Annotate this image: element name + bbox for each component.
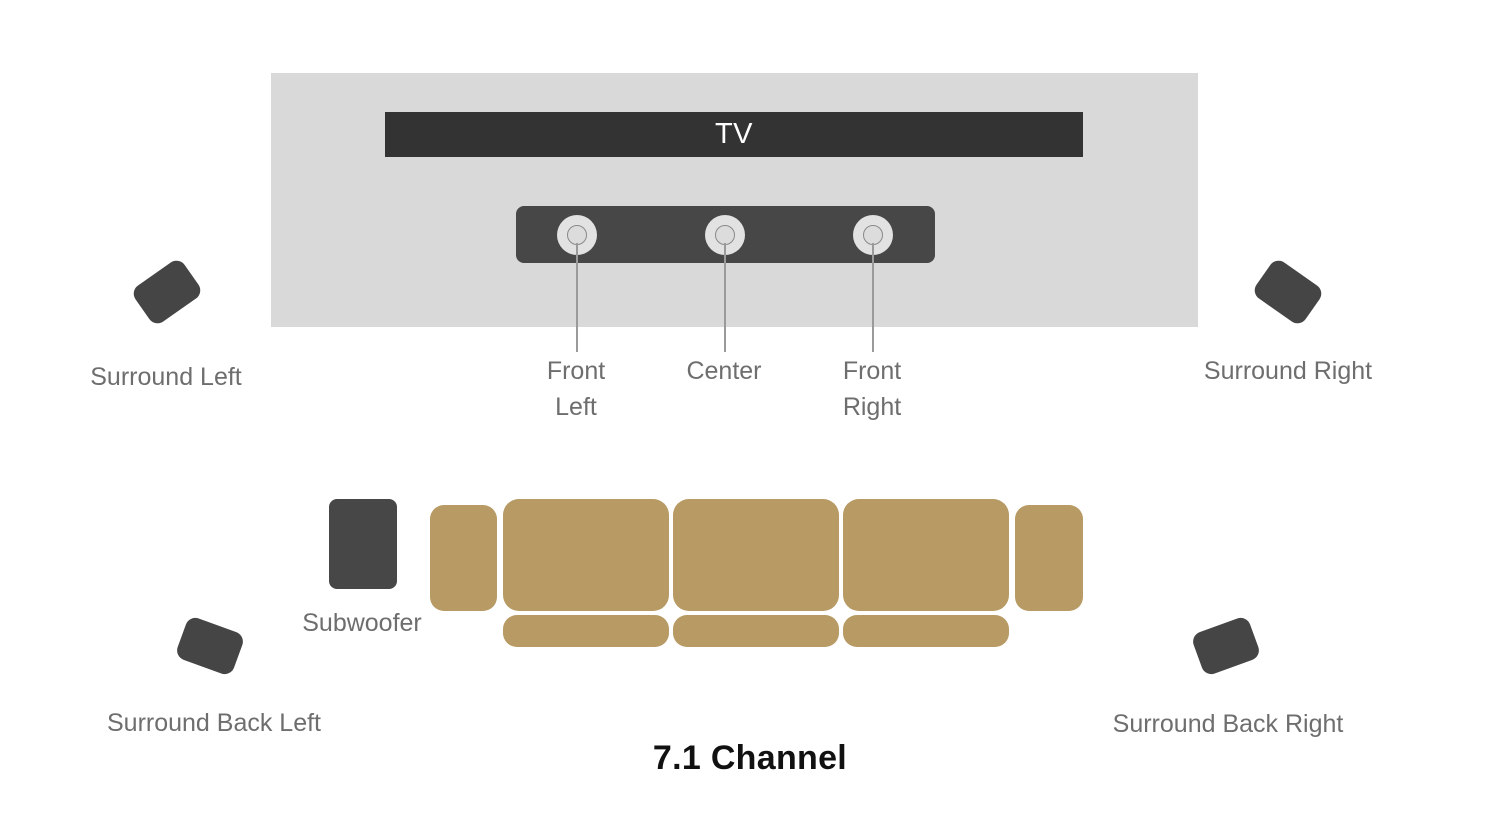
couch-seat-cushion-1 — [503, 615, 669, 647]
diagram-title: 7.1 Channel — [652, 739, 848, 777]
couch-right-armrest — [1015, 505, 1083, 611]
label-surround-back-left: Surround Back Left — [106, 709, 322, 737]
label-surround-right: Surround Right — [1203, 357, 1373, 385]
speaker-surround-left-icon — [129, 256, 205, 328]
speaker-surround-right-icon — [1250, 256, 1326, 328]
couch-left-armrest — [430, 505, 497, 611]
leader-line-front-right — [872, 243, 874, 352]
label-center: Center — [686, 357, 762, 385]
couch-back-cushion-1 — [503, 499, 669, 611]
speaker-surround-back-left-icon — [174, 615, 246, 677]
couch-back-cushion-3 — [843, 499, 1009, 611]
label-surround-back-right: Surround Back Right — [1112, 710, 1344, 738]
couch-seat-cushion-2 — [673, 615, 839, 647]
tv-label: TV — [714, 118, 754, 150]
leader-line-center — [724, 243, 726, 352]
leader-line-front-left — [576, 243, 578, 352]
couch-back-cushion-2 — [673, 499, 839, 611]
speaker-surround-back-right-icon — [1190, 615, 1262, 677]
speaker-subwoofer-icon — [329, 499, 397, 589]
label-front-right: Front Right — [842, 357, 902, 422]
label-subwoofer: Subwoofer — [302, 609, 422, 637]
label-front-left: Front Left — [546, 357, 606, 422]
tv-screen: TV — [385, 112, 1083, 157]
couch-seat-cushion-3 — [843, 615, 1009, 647]
label-surround-left: Surround Left — [90, 363, 242, 391]
